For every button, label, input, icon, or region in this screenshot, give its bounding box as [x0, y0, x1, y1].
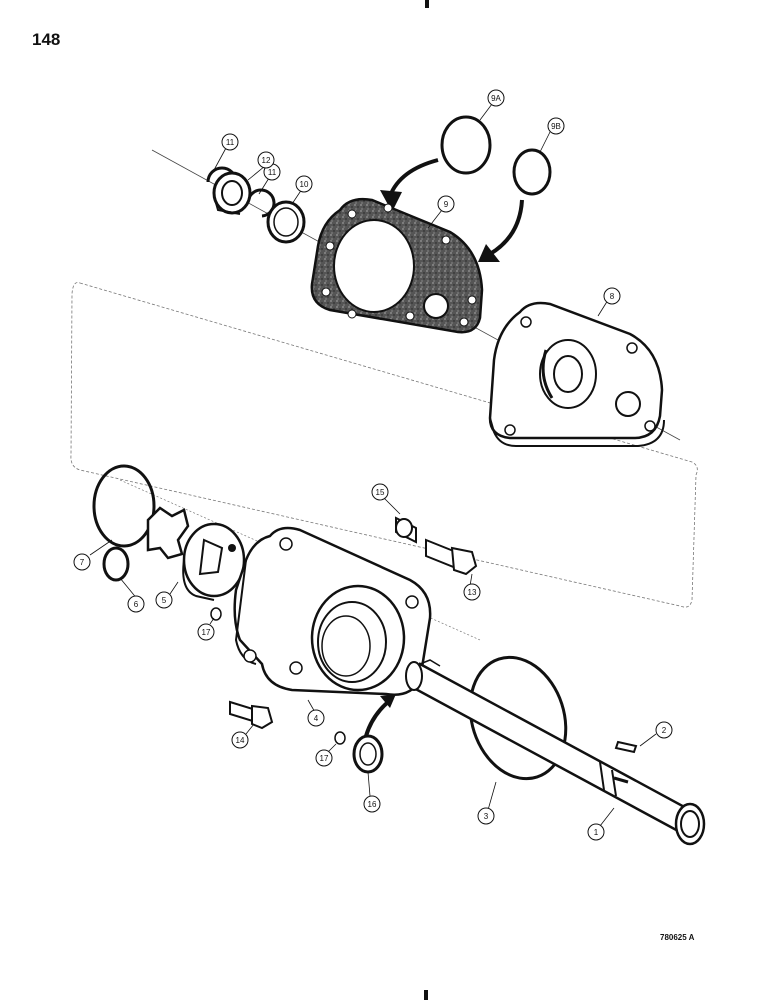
- callout-1: 1: [587, 823, 605, 841]
- svg-text:9: 9: [444, 200, 449, 209]
- svg-text:14: 14: [236, 736, 245, 745]
- bottom-page-mark: [424, 990, 428, 1000]
- page-number: 148: [32, 30, 61, 49]
- cap-screw-14: [229, 700, 274, 730]
- svg-text:10: 10: [300, 180, 309, 189]
- o-ring-9b: [512, 148, 552, 196]
- svg-text:1: 1: [594, 828, 599, 837]
- callout-9a: 9A: [487, 89, 505, 107]
- o-ring-9a: [440, 115, 492, 175]
- figure-code: 780625 A: [660, 933, 695, 942]
- callout-12: 12: [257, 151, 275, 169]
- callout-2: 2: [655, 721, 673, 739]
- arrow-9b-to-gasket: [478, 199, 524, 262]
- callout-4: 4: [307, 709, 325, 727]
- callout-8: 8: [603, 287, 621, 305]
- callout-5: 5: [155, 591, 173, 609]
- svg-text:8: 8: [610, 292, 615, 301]
- ball-17-upper: [210, 607, 222, 621]
- leader-lines: [89, 103, 657, 827]
- drive-shaft-1: [405, 659, 706, 846]
- callout-13: 13: [463, 583, 481, 601]
- svg-text:12: 12: [262, 156, 271, 165]
- washer-10: [266, 200, 306, 244]
- rotor-set-5: [146, 506, 246, 601]
- svg-text:13: 13: [468, 588, 477, 597]
- svg-text:11: 11: [226, 138, 235, 147]
- callout-14: 14: [231, 731, 249, 749]
- arrow-to-seal-16: [364, 694, 396, 737]
- arrow-9a-to-gasket: [380, 158, 439, 212]
- svg-text:2: 2: [662, 726, 667, 735]
- callout-9b: 9B: [547, 117, 565, 135]
- o-ring-7: [92, 464, 156, 548]
- svg-text:17: 17: [320, 754, 329, 763]
- gasket-9: [310, 197, 484, 334]
- svg-text:15: 15: [376, 488, 385, 497]
- callout-11-left: 11: [221, 133, 239, 151]
- callout-15: 15: [371, 483, 389, 501]
- key-2: [614, 740, 638, 754]
- svg-text:17: 17: [202, 628, 211, 637]
- seal-16: [352, 734, 384, 774]
- callout-3: 3: [477, 807, 495, 825]
- pump-housing-4: [233, 526, 432, 696]
- o-ring-3: [468, 655, 568, 781]
- svg-text:9B: 9B: [551, 122, 561, 131]
- callout-7: 7: [73, 553, 91, 571]
- wear-plate-8: [488, 301, 665, 447]
- callout-16: 16: [363, 795, 381, 813]
- svg-text:4: 4: [314, 714, 319, 723]
- callout-6: 6: [127, 595, 145, 613]
- callout-17-lower: 17: [315, 749, 333, 767]
- callout-10: 10: [295, 175, 313, 193]
- callout-9: 9: [437, 195, 455, 213]
- svg-text:9A: 9A: [491, 94, 501, 103]
- svg-text:3: 3: [484, 812, 489, 821]
- callout-17-upper: 17: [197, 623, 215, 641]
- svg-text:7: 7: [80, 558, 85, 567]
- assembly-outline: [70, 282, 698, 608]
- svg-text:5: 5: [162, 596, 167, 605]
- svg-text:6: 6: [134, 600, 139, 609]
- svg-text:16: 16: [368, 800, 377, 809]
- o-ring-6: [102, 546, 130, 582]
- sleeve-15: [395, 516, 417, 544]
- cap-screw-13: [425, 538, 478, 576]
- seal-12: [212, 171, 252, 215]
- top-page-mark: [425, 0, 429, 8]
- ball-17-lower: [334, 731, 346, 745]
- svg-text:11: 11: [268, 168, 277, 177]
